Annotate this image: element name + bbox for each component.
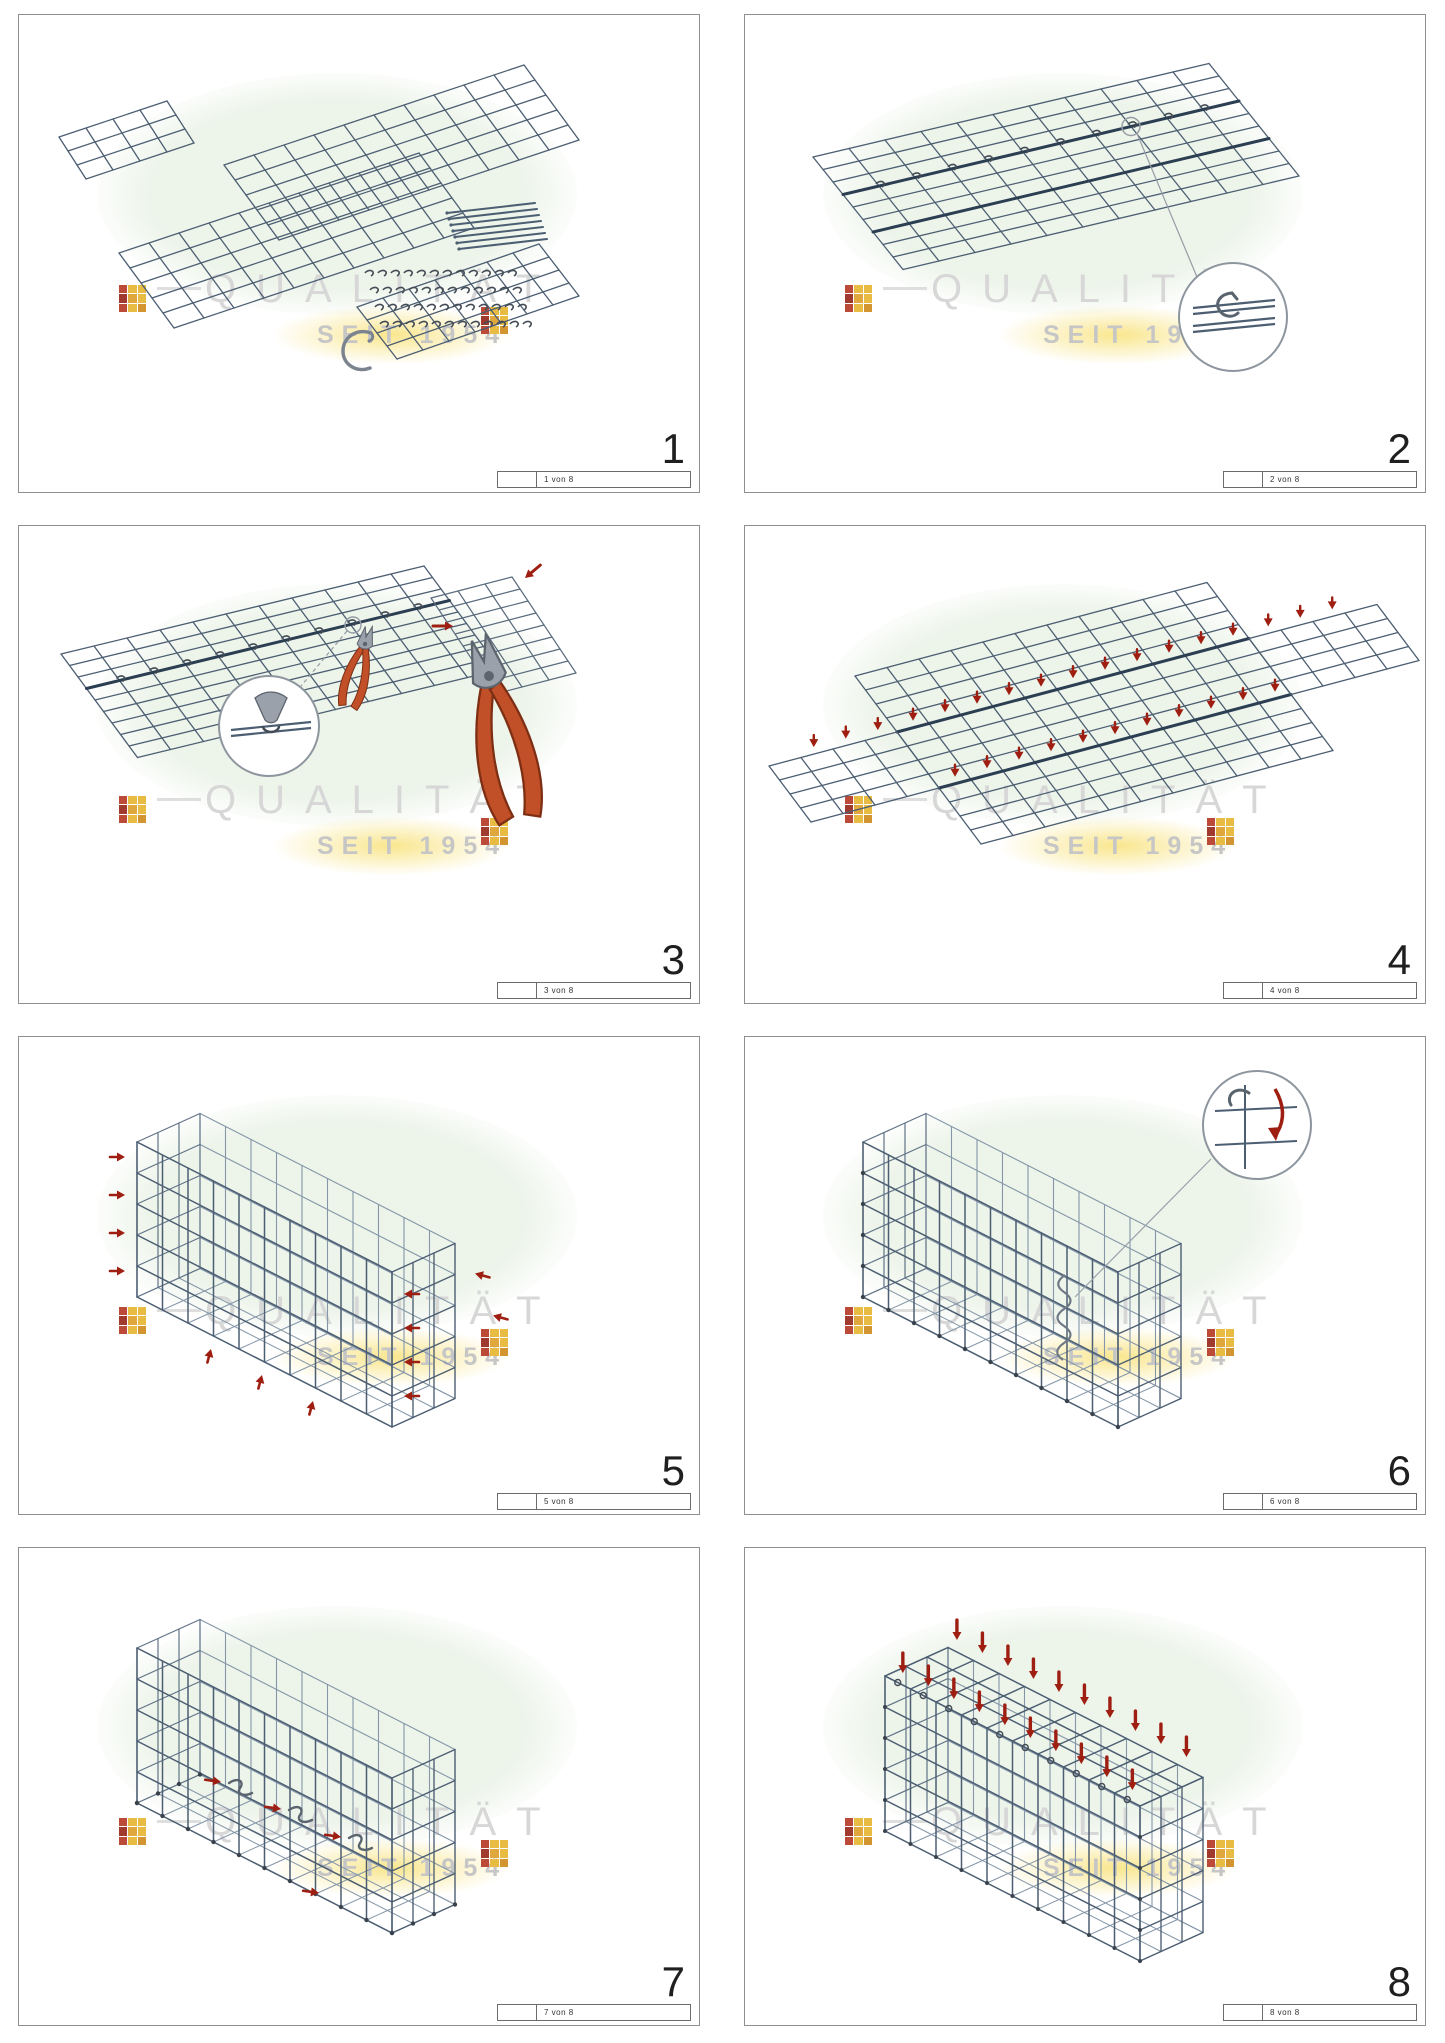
watermark-since-text: SEIT 1954 (317, 832, 508, 860)
watermark-glow (271, 816, 511, 876)
step-number: 1 (661, 425, 685, 472)
watermark-brand-text: QUALITÄT (205, 1800, 561, 1844)
watermark-divider (883, 1309, 927, 1312)
sheet-label-cell (1224, 1494, 1263, 1509)
step-5-fold-up-basket-illustration (108, 1112, 509, 1428)
sheet-label-box: 7 von 8 (497, 2004, 691, 2021)
sheet-label: 7 von 8 (544, 2008, 574, 2017)
step-4-flat-cross-layout-illustration (768, 581, 1420, 845)
step-panel-2: QUALITÄT SEIT 1954 2 2 von 8 (744, 14, 1426, 493)
sheet-label: 6 von 8 (1270, 1497, 1300, 1506)
step-number: 2 (1387, 425, 1411, 472)
watermark-since-text: SEIT 1954 (317, 321, 508, 349)
watermark-glow (271, 1838, 511, 1898)
sheet-label-box: 8 von 8 (1223, 2004, 1417, 2021)
step-6-spiral-corners-illustration (860, 1070, 1312, 1430)
sheet-label-box: 5 von 8 (497, 1493, 691, 1510)
sheet-label: 1 von 8 (544, 475, 574, 484)
watermark-ellipse (97, 1606, 577, 1848)
brand-logo-icon (119, 1307, 146, 1334)
watermark-divider (157, 1820, 201, 1823)
watermark: QUALITÄT SEIT 1954 (19, 1548, 699, 2025)
brand-logo-icon (845, 285, 872, 312)
step-number: 4 (1387, 936, 1411, 983)
sheet-label-box: 6 von 8 (1223, 1493, 1417, 1510)
sheet-label-cell (498, 1494, 537, 1509)
step-1-parts-overview-illustration (58, 64, 580, 372)
brand-logo-icon (481, 1329, 508, 1356)
step-8-close-lid-illustration (883, 1618, 1204, 1963)
watermark: QUALITÄT SEIT 1954 (19, 15, 699, 492)
step-number: 6 (1387, 1447, 1411, 1494)
watermark-glow (997, 816, 1237, 876)
brand-logo-icon (1207, 818, 1234, 845)
sheet-label-box: 2 von 8 (1223, 471, 1417, 488)
step-number: 8 (1387, 1958, 1411, 2005)
watermark-divider (157, 798, 201, 801)
step-number: 3 (661, 936, 685, 983)
sheet-label-cell (1224, 983, 1263, 998)
brand-logo-icon (845, 1307, 872, 1334)
watermark-glow (997, 1327, 1237, 1387)
watermark-divider (883, 287, 927, 290)
sheet-label-cell (1224, 2005, 1263, 2020)
step-number: 5 (661, 1447, 685, 1494)
brand-logo-icon (1207, 1329, 1234, 1356)
brand-logo-icon (481, 307, 508, 334)
watermark-divider (883, 798, 927, 801)
brand-logo-icon (119, 285, 146, 312)
sheet-label: 2 von 8 (1270, 475, 1300, 484)
step-number: 7 (661, 1958, 685, 2005)
sheet-label-box: 1 von 8 (497, 471, 691, 488)
brand-logo-icon (1207, 1840, 1234, 1867)
brand-logo-icon (845, 1818, 872, 1845)
sheet-label-box: 3 von 8 (497, 982, 691, 999)
step-2-join-panels-illustration (812, 62, 1300, 372)
watermark-since-text: SEIT 1954 (1043, 832, 1234, 860)
step-7-insert-spacers-illustration (134, 1618, 458, 1936)
watermark-divider (157, 1309, 201, 1312)
step-panel-8: QUALITÄT SEIT 1954 8 8 von 8 (744, 1547, 1426, 2026)
sheet-label-cell (1224, 472, 1263, 487)
step-panel-7: QUALITÄT SEIT 1954 7 7 von 8 (18, 1547, 700, 2026)
step-panel-3: QUALITÄT SEIT 1954 3 3 von 8 (18, 525, 700, 1004)
sheet-label-cell (498, 472, 537, 487)
step-panel-5: QUALITÄT SEIT 1954 5 5 von 8 (18, 1036, 700, 1515)
step-panel-4: QUALITÄT SEIT 1954 4 4 von 8 (744, 525, 1426, 1004)
watermark-since-text: SEIT 1954 (317, 1854, 508, 1882)
sheet-label: 5 von 8 (544, 1497, 574, 1506)
step-panel-1: QUALITÄT SEIT 1954 1 1 von 8 (18, 14, 700, 493)
brand-logo-icon (119, 1818, 146, 1845)
sheet-label-cell (498, 2005, 537, 2020)
brand-logo-icon (481, 1840, 508, 1867)
step-3-crimp-clips-illustration (60, 563, 577, 827)
watermark: QUALITÄT SEIT 1954 (19, 526, 699, 1003)
sheet-label-box: 4 von 8 (1223, 982, 1417, 999)
sheet-label: 3 von 8 (544, 986, 574, 995)
watermark: QUALITÄT SEIT 1954 (745, 526, 1425, 1003)
brand-logo-icon (119, 796, 146, 823)
sheet-label: 8 von 8 (1270, 2008, 1300, 2017)
sheet-label-cell (498, 983, 537, 998)
watermark-glow (271, 305, 511, 365)
step-panel-6: QUALITÄT SEIT 1954 6 6 von 8 (744, 1036, 1426, 1515)
watermark-glow (271, 1327, 511, 1387)
sheet-label: 4 von 8 (1270, 986, 1300, 995)
